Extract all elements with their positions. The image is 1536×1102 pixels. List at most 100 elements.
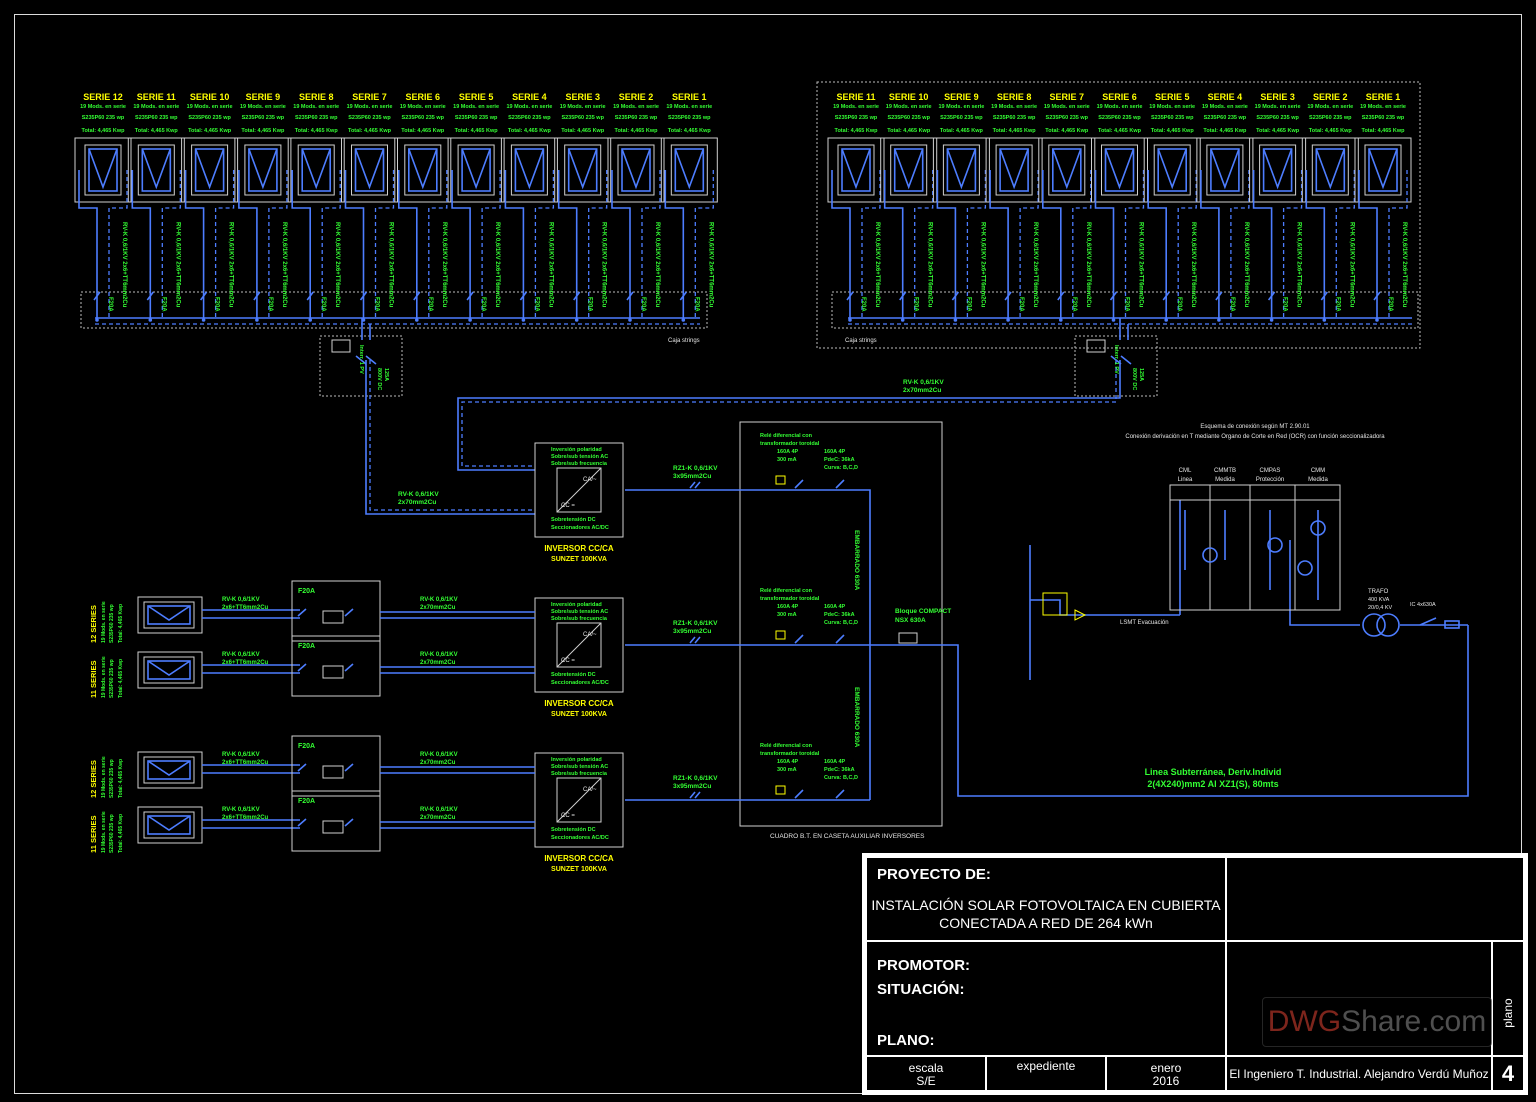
top-left-serie-pv-module [457, 144, 495, 196]
disconnector-right-label: Interr. 1 PV [1113, 345, 1119, 374]
inverter-2-title: INVERSOR CC/CA [544, 699, 614, 708]
top-left-serie-module-frame [607, 137, 665, 203]
project-title: INSTALACIÓN SOLAR FOTOVOLTAICA EN CUBIER… [871, 896, 1221, 932]
bottom-series-1-spec-2: S235P60 235 wp [109, 604, 115, 643]
inverter-3-prot-1: Inversión polaridad [551, 757, 602, 763]
top-right-serie-cable-label: RV-K 0,6/1KV 2x6+TT6mm2Cu [1348, 222, 1354, 308]
inverter-1-bot-1: Sobretensión DC [551, 517, 596, 523]
ac-feed-3-mcb-3: Curva: B,C,D [824, 775, 858, 781]
inverter-3-bot-1: Sobretensión DC [551, 827, 596, 833]
top-right-serie-spec-3: Total: 4,465 Kwp [835, 128, 879, 134]
ac-feed-1-breaker-2: 300 mA [777, 457, 797, 463]
top-left-serie-spec-1: 19 Mods. en serie [347, 104, 393, 110]
title-block: PROYECTO DE: INSTALACIÓN SOLAR FOTOVOLTA… [862, 853, 1528, 1095]
top-right-serie-spec-1: 19 Mods. en serie [1097, 104, 1143, 110]
top-left-serie-module-frame [181, 137, 239, 203]
top-left-serie-pv-module [617, 144, 655, 196]
top-right-serie-cable-label: RV-K 0,6/1KV 2x6+TT6mm2Cu [1243, 222, 1249, 308]
bottom-series-1-cable-2: 2x6+TT6mm2Cu [222, 605, 269, 611]
ac-feed-3-cable-2: 3x95mm2Cu [673, 783, 711, 790]
bottom-series-3-spec-1: 19 Mods. en serie [101, 756, 107, 798]
escala-block: escala S/E [865, 1062, 987, 1088]
top-left-serie-cable-label: RV-K 0,6/1KV 2x6+TT6mm2Cu [547, 222, 553, 308]
top-left-serie-spec-2: S235P60 235 wp [402, 115, 445, 121]
ac-feed-3-mcb-2: PdeC: 36kA [824, 767, 855, 773]
top-right-serie-spec-3: Total: 4,465 Kwp [1309, 128, 1353, 134]
top-right-serie-fuse-label: F20A [1071, 297, 1077, 312]
top-right-serie-pv-module [995, 144, 1033, 196]
top-left-serie-pv-module [244, 144, 282, 196]
top-left-serie-spec-2: S235P60 235 wp [295, 115, 338, 121]
disconnector-left-icon [331, 339, 351, 353]
inverter-2-box [534, 597, 624, 693]
top-left-serie-pv-module [351, 144, 388, 196]
inverter-2-prot-2: Sobre/sub tensión AC [551, 609, 608, 615]
bottom-series-1-fuse: F20A [298, 588, 315, 595]
top-right-serie-fuse-label: F20A [913, 297, 919, 312]
top-left-serie-spec-3: Total: 4,465 Kwp [508, 128, 552, 134]
top-left-serie-cable-label: RV-K 0,6/1KV 2x6+TT6mm2Cu [654, 222, 660, 308]
inverter-3-model: SUNZET 100KVA [551, 866, 607, 873]
lsmt-label: LSMT Evacuación [1120, 620, 1169, 626]
top-right-serie-label: SERIE 4 [1208, 92, 1243, 102]
ac-feed-2-mcb-3: Curva: B,C,D [824, 620, 858, 626]
top-left-serie-module-frame [127, 137, 185, 203]
top-right-serie-spec-1: 19 Mods. en serie [1307, 104, 1353, 110]
top-left-serie-spec-1: 19 Mods. en serie [506, 104, 552, 110]
disconnector-left-label: Interr. 1 PV [358, 345, 364, 374]
top-right-serie-module-frame [985, 137, 1043, 203]
inverter-1-title: INVERSOR CC/CA [544, 544, 614, 553]
top-left-serie-spec-1: 19 Mods. en serie [133, 104, 179, 110]
promotor-label: PROMOTOR: [877, 957, 971, 974]
bottom-series-2-fuse: F20A [298, 643, 315, 650]
inverter-2-ac-symbol: CA/~ [583, 632, 597, 638]
wire-main-out [625, 625, 1469, 797]
top-left-serie-spec-2: S235P60 235 wp [508, 115, 551, 121]
cell-desc-4: Medida [1308, 477, 1328, 483]
top-right-serie-pv-module [890, 144, 928, 196]
top-left-serie-label: SERIE 7 [352, 92, 387, 102]
top-left-serie-spec-2: S235P60 235 wp [561, 115, 604, 121]
watermark-logo: DWGShare.com [1262, 997, 1492, 1047]
bottom-series-2-cable-1: RV-K 0,6/1KV [222, 652, 260, 658]
top-right-serie-module-frame [932, 137, 990, 203]
top-left-serie-label: SERIE 4 [512, 92, 547, 102]
top-left-serie-spec-1: 19 Mods. en serie [666, 104, 712, 110]
top-left-serie-fuse-label: F20A [640, 297, 646, 312]
top-left-serie-cable-label: RV-K 0,6/1KV 2x6+TT6mm2Cu [121, 222, 127, 308]
escala-value: S/E [916, 1074, 936, 1088]
bloque-1: Bloque COMPACT [895, 608, 951, 615]
bottom-series-1-cable-1: RV-K 0,6/1KV [222, 597, 260, 603]
top-right-serie-spec-2: S235P60 235 wp [1046, 115, 1089, 121]
top-right-serie-spec-1: 19 Mods. en serie [1202, 104, 1248, 110]
inverter-2-prot-3: Sobre/sub frecuencia [551, 616, 608, 622]
top-right-serie-spec-3: Total: 4,465 Kwp [1256, 128, 1300, 134]
top-right-serie-spec-3: Total: 4,465 Kwp [1045, 128, 1089, 134]
proyecto-label: PROYECTO DE: [877, 866, 991, 883]
top-left-serie-spec-3: Total: 4,465 Kwp [668, 128, 712, 134]
top-right-serie-pv-module [1364, 144, 1402, 196]
top-right-serie-label: SERIE 7 [1050, 92, 1085, 102]
top-left-serie-cable-label: RV-K 0,6/1KV 2x6+TT6mm2Cu [281, 222, 287, 308]
top-left-serie-fuse-label: F20A [693, 297, 699, 312]
bottom-series-2-rv-out-1: RV-K 0,6/1KV [420, 652, 458, 658]
top-left-serie-pv-module [297, 144, 335, 196]
escala-label: escala [908, 1061, 944, 1075]
top-left-serie-spec-3: Total: 4,465 Kwp [135, 128, 179, 134]
ac-feed-3-breaker-2: 300 mA [777, 767, 797, 773]
inverter-3-box [534, 752, 624, 848]
bottom-series-3-label: 12 SERIES [89, 760, 98, 798]
bottom-series-3-pv-module [143, 756, 195, 784]
plano-number: 4 [1501, 1061, 1515, 1086]
inverter-1-prot-2: Sobre/sub tensión AC [551, 454, 608, 460]
trafo-3: 20/0,4 KV [1368, 605, 1392, 611]
ac-feed-2-breaker-2: 300 mA [777, 612, 797, 618]
top-left-serie-fuse-label: F20A [480, 297, 486, 312]
top-left-serie-module-frame [554, 137, 612, 203]
bottom-series-3-cable-2: 2x6+TT6mm2Cu [222, 760, 269, 766]
fecha-block: enero 2016 [1105, 1062, 1227, 1088]
top-right-serie-cable-label: RV-K 0,6/1KV 2x6+TT6mm2Cu [1401, 222, 1407, 308]
top-right-serie-spec-2: S235P60 235 wp [1204, 115, 1247, 121]
top-left-serie-spec-1: 19 Mods. en serie [293, 104, 339, 110]
top-left-serie-spec-2: S235P60 235 wp [135, 115, 178, 121]
